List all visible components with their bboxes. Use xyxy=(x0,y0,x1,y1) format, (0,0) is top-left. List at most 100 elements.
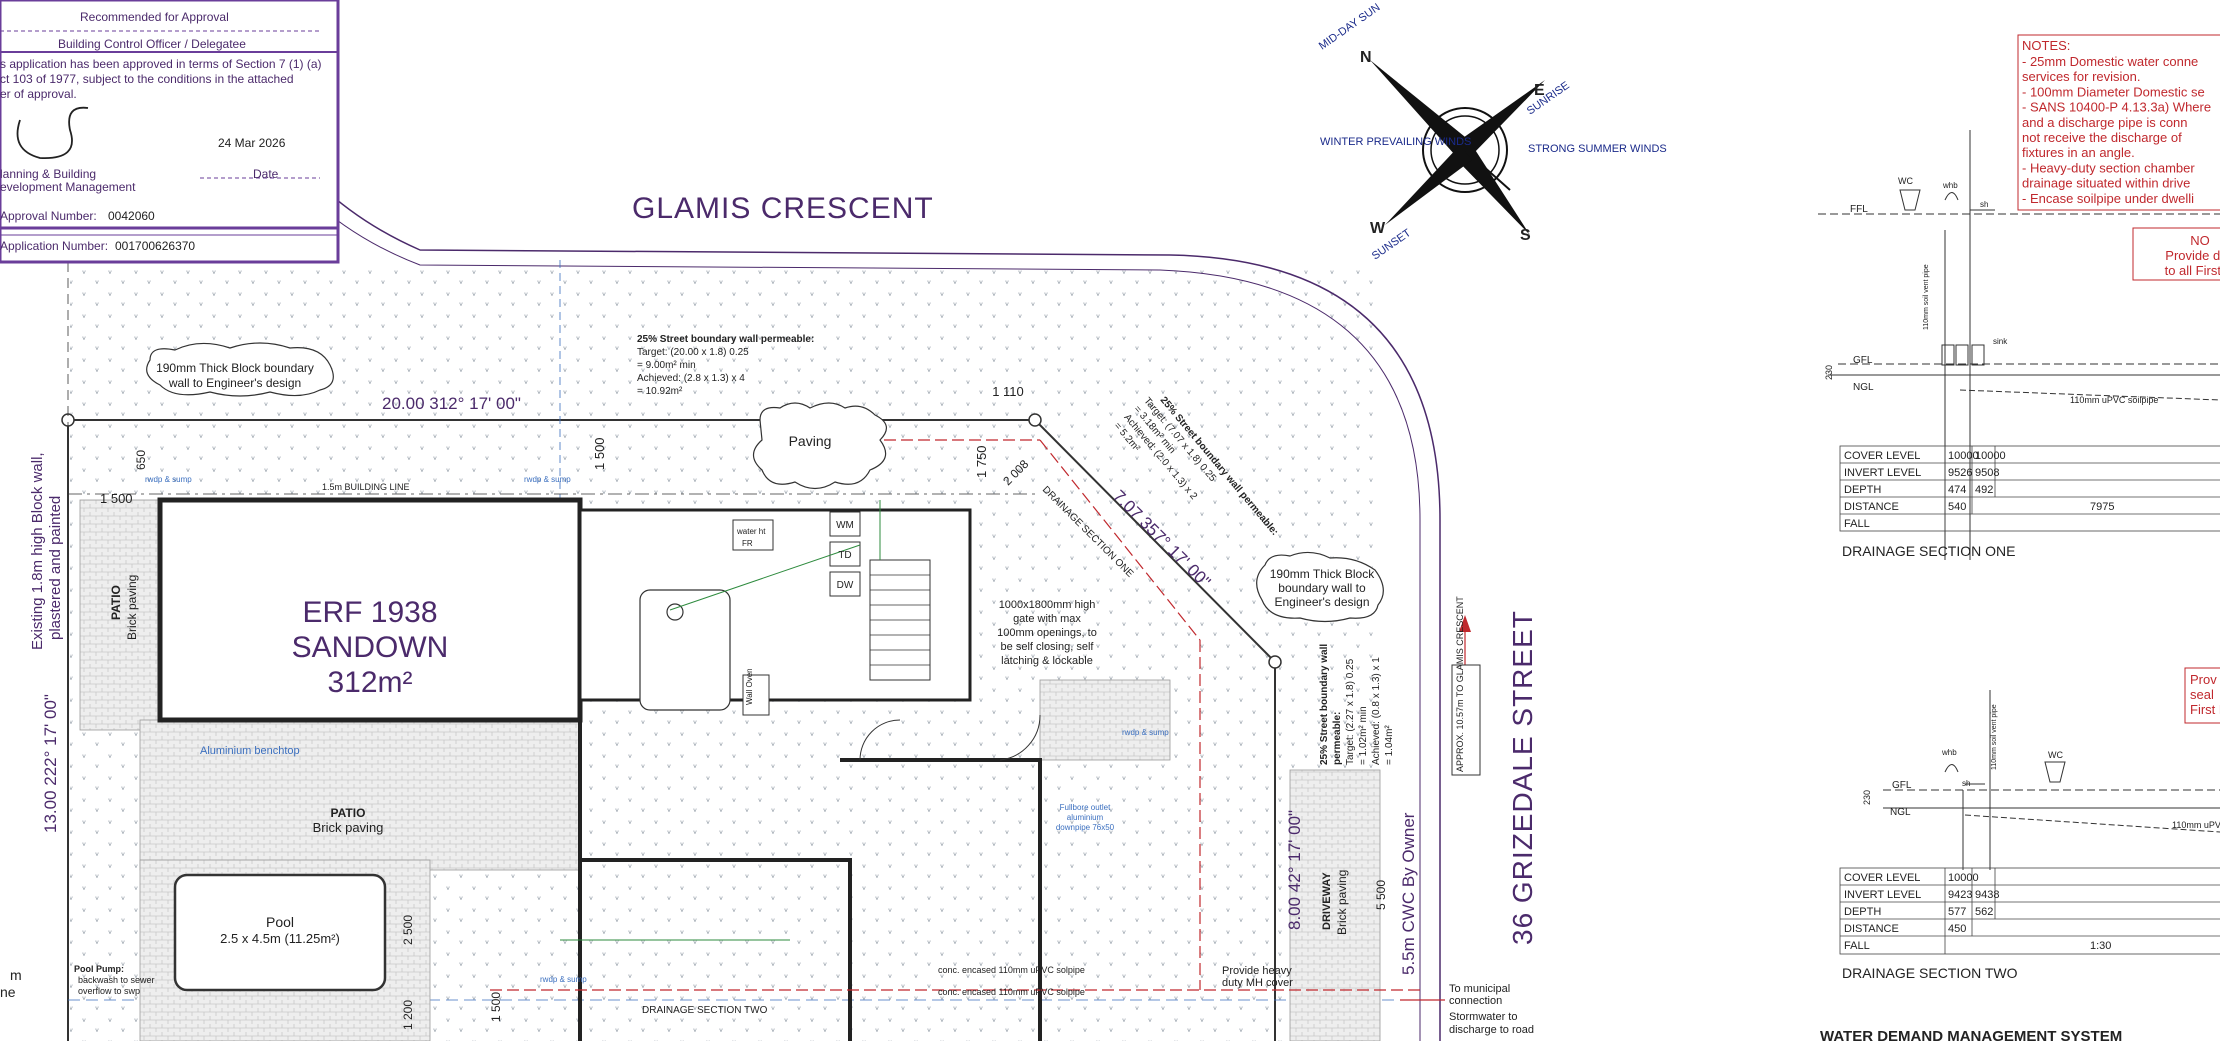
callout-cloud-top xyxy=(146,342,334,397)
pool-sub: 2.5 x 4.5m (11.25m²) xyxy=(220,931,340,946)
fridge-label: FR xyxy=(742,539,753,548)
north-arrow-head xyxy=(1459,615,1471,632)
permeable-right-3: Achieved: (0.8 x 1.3) x 1 xyxy=(1371,657,1382,765)
note-line: fixtures in an angle. xyxy=(2022,145,2135,160)
s1-gfl: GFL xyxy=(1853,355,1873,366)
note-line: and a discharge pipe is conn xyxy=(2022,115,2188,130)
compass-strong: STRONG SUMMER WINDS xyxy=(1528,143,1667,155)
compass-rose xyxy=(1370,60,1545,235)
door-swing xyxy=(999,714,1041,761)
compass-e: E xyxy=(1534,82,1545,99)
table-row-label: DEPTH xyxy=(1844,906,1881,918)
drainage-two-label: DRAINAGE SECTION TWO xyxy=(642,1005,768,1016)
section-one-diagram xyxy=(1818,130,2220,560)
table-cell: 10000 xyxy=(1948,450,1979,462)
note-line: - Heavy-duty section chamber xyxy=(2022,160,2195,175)
table-row-label: DISTANCE xyxy=(1844,501,1899,513)
house-living-block xyxy=(157,497,583,723)
s1-vent: 110mm soil vent pipe xyxy=(1923,264,1930,330)
downpipe-note-2: aluminium xyxy=(1067,813,1104,822)
dim-650: 650 xyxy=(134,450,148,470)
compass-sunrise: SUNRISE xyxy=(1525,80,1572,118)
dim-1750: 1 750 xyxy=(974,445,989,478)
approval-stamp xyxy=(0,0,340,264)
patio-mid-sub: Brick paving xyxy=(313,820,384,835)
approval-date-value: 24 Mar 2026 xyxy=(218,136,286,150)
boundary-peg xyxy=(1028,413,1042,427)
erf-number: ERF 1938 xyxy=(302,596,437,629)
erf-area: 312m² xyxy=(327,666,412,699)
note-box-1-line: Provide dee xyxy=(2165,248,2220,263)
table-row-label: COVER LEVEL xyxy=(1844,872,1920,884)
s1-ngl: NGL xyxy=(1853,382,1874,393)
table-cell: 9526 xyxy=(1948,467,1972,479)
wall-oven-label: Wall Oven xyxy=(745,668,754,705)
left-edge-2: ne xyxy=(0,984,16,1000)
door-swing xyxy=(859,719,901,761)
gate-note-1: 1000x1800mm high xyxy=(999,599,1096,611)
municipal-note-1: To municipal xyxy=(1449,983,1510,995)
permeable-top-4: = 10.92m² xyxy=(637,386,683,397)
stair-treads xyxy=(870,574,930,666)
recommended-label: Recommended for Approval xyxy=(80,10,229,24)
solpipe-label-1: conc. encased 110mm uPVC solpipe xyxy=(938,965,1085,975)
gate-note-4: be self closing, self xyxy=(1001,641,1095,653)
table-cell: 450 xyxy=(1948,923,1966,935)
s1-wc: WC xyxy=(1898,176,1913,186)
downpipe-note-1: Fullbore outlet xyxy=(1060,803,1111,812)
note-box-1-line: NO xyxy=(2190,233,2210,248)
wm-box xyxy=(829,511,861,537)
permeable-right-title: 25% Street boundary wall xyxy=(1319,644,1330,765)
section-two-title: DRAINAGE SECTION TWO xyxy=(1842,965,2018,981)
table-cell: 7975 xyxy=(2090,501,2114,513)
table-row-label: DISTANCE xyxy=(1844,923,1899,935)
wm-label: WM xyxy=(836,520,854,531)
driveway-paving xyxy=(1289,769,1381,1041)
approx-note: APPROX. 10.57m TO GLAMIS CRESCENT xyxy=(1455,596,1465,772)
dim-1500b: 1 500 xyxy=(100,491,133,506)
dim-5500: 5 500 xyxy=(1374,880,1388,910)
pool-pump-1: Pool Pump: xyxy=(74,964,124,974)
dw-label: DW xyxy=(837,580,854,591)
approval-number-label: Approval Number: xyxy=(0,209,97,223)
left-wall-note-1: Existing 1.8m high Block wall, xyxy=(29,452,46,650)
permeable-top-title: 25% Street boundary wall permeable: xyxy=(637,334,814,345)
fridge-box xyxy=(732,519,774,551)
patio-mid-paving xyxy=(139,719,581,871)
approx-box xyxy=(1451,664,1481,776)
table-cell: 10000 xyxy=(1975,450,2006,462)
block-wall-top-2: wall to Engineer's design xyxy=(168,376,301,390)
block-wall-top-1: 190mm Thick Block boundary xyxy=(156,361,314,375)
sink-icon xyxy=(666,603,684,621)
note-line: - 100mm Diameter Domestic se xyxy=(2022,84,2205,99)
benchtop-label: Aluminium benchtop xyxy=(200,745,300,757)
section-two-diagram xyxy=(1883,690,2220,870)
permeable-top-1: Target: (20.00 x 1.8) 0.25 xyxy=(637,347,749,358)
note-line: - SANS 10400-P 4.13.3a) Where xyxy=(2022,100,2211,115)
s2-level: 230 xyxy=(1862,790,1872,805)
boundary-top-bearing: 20.00 312° 17' 00" xyxy=(382,394,521,413)
paving-cloud xyxy=(752,402,887,490)
municipal-note-2: connection xyxy=(1449,995,1502,1007)
s2-whb: whb xyxy=(1941,748,1957,757)
compass-winter: WINTER PREVAILING WINDS xyxy=(1320,136,1471,148)
s2-ngl: NGL xyxy=(1890,807,1911,818)
td-label: TD xyxy=(838,550,851,561)
section-one-table xyxy=(1839,445,2220,532)
cwc-note: 5.5m CWC By Owner xyxy=(1399,812,1418,975)
green-supply-lines xyxy=(560,500,881,941)
permeable-right-4: = 1.04m² xyxy=(1384,725,1395,765)
table-cell: 1:30 xyxy=(2090,940,2111,952)
approval-statement-2: ct 103 of 1977, subject to the condition… xyxy=(0,72,294,86)
note-box-2-line: First F xyxy=(2190,702,2220,717)
street-name-top: GLAMIS CRESCENT xyxy=(632,192,934,225)
table-row-label: INVERT LEVEL xyxy=(1844,467,1921,479)
table-cell: 9508 xyxy=(1975,467,1999,479)
table-row-label: COVER LEVEL xyxy=(1844,450,1920,462)
table-cell: 10000 xyxy=(1948,872,1979,884)
table-cell: 474 xyxy=(1948,484,1966,496)
compass-midday: MID-DAY SUN xyxy=(1317,1,1383,52)
boundary-right-bearing: 8.00 42° 17' 00" xyxy=(1285,810,1304,930)
gate-note-2: gate with max xyxy=(1013,613,1081,625)
